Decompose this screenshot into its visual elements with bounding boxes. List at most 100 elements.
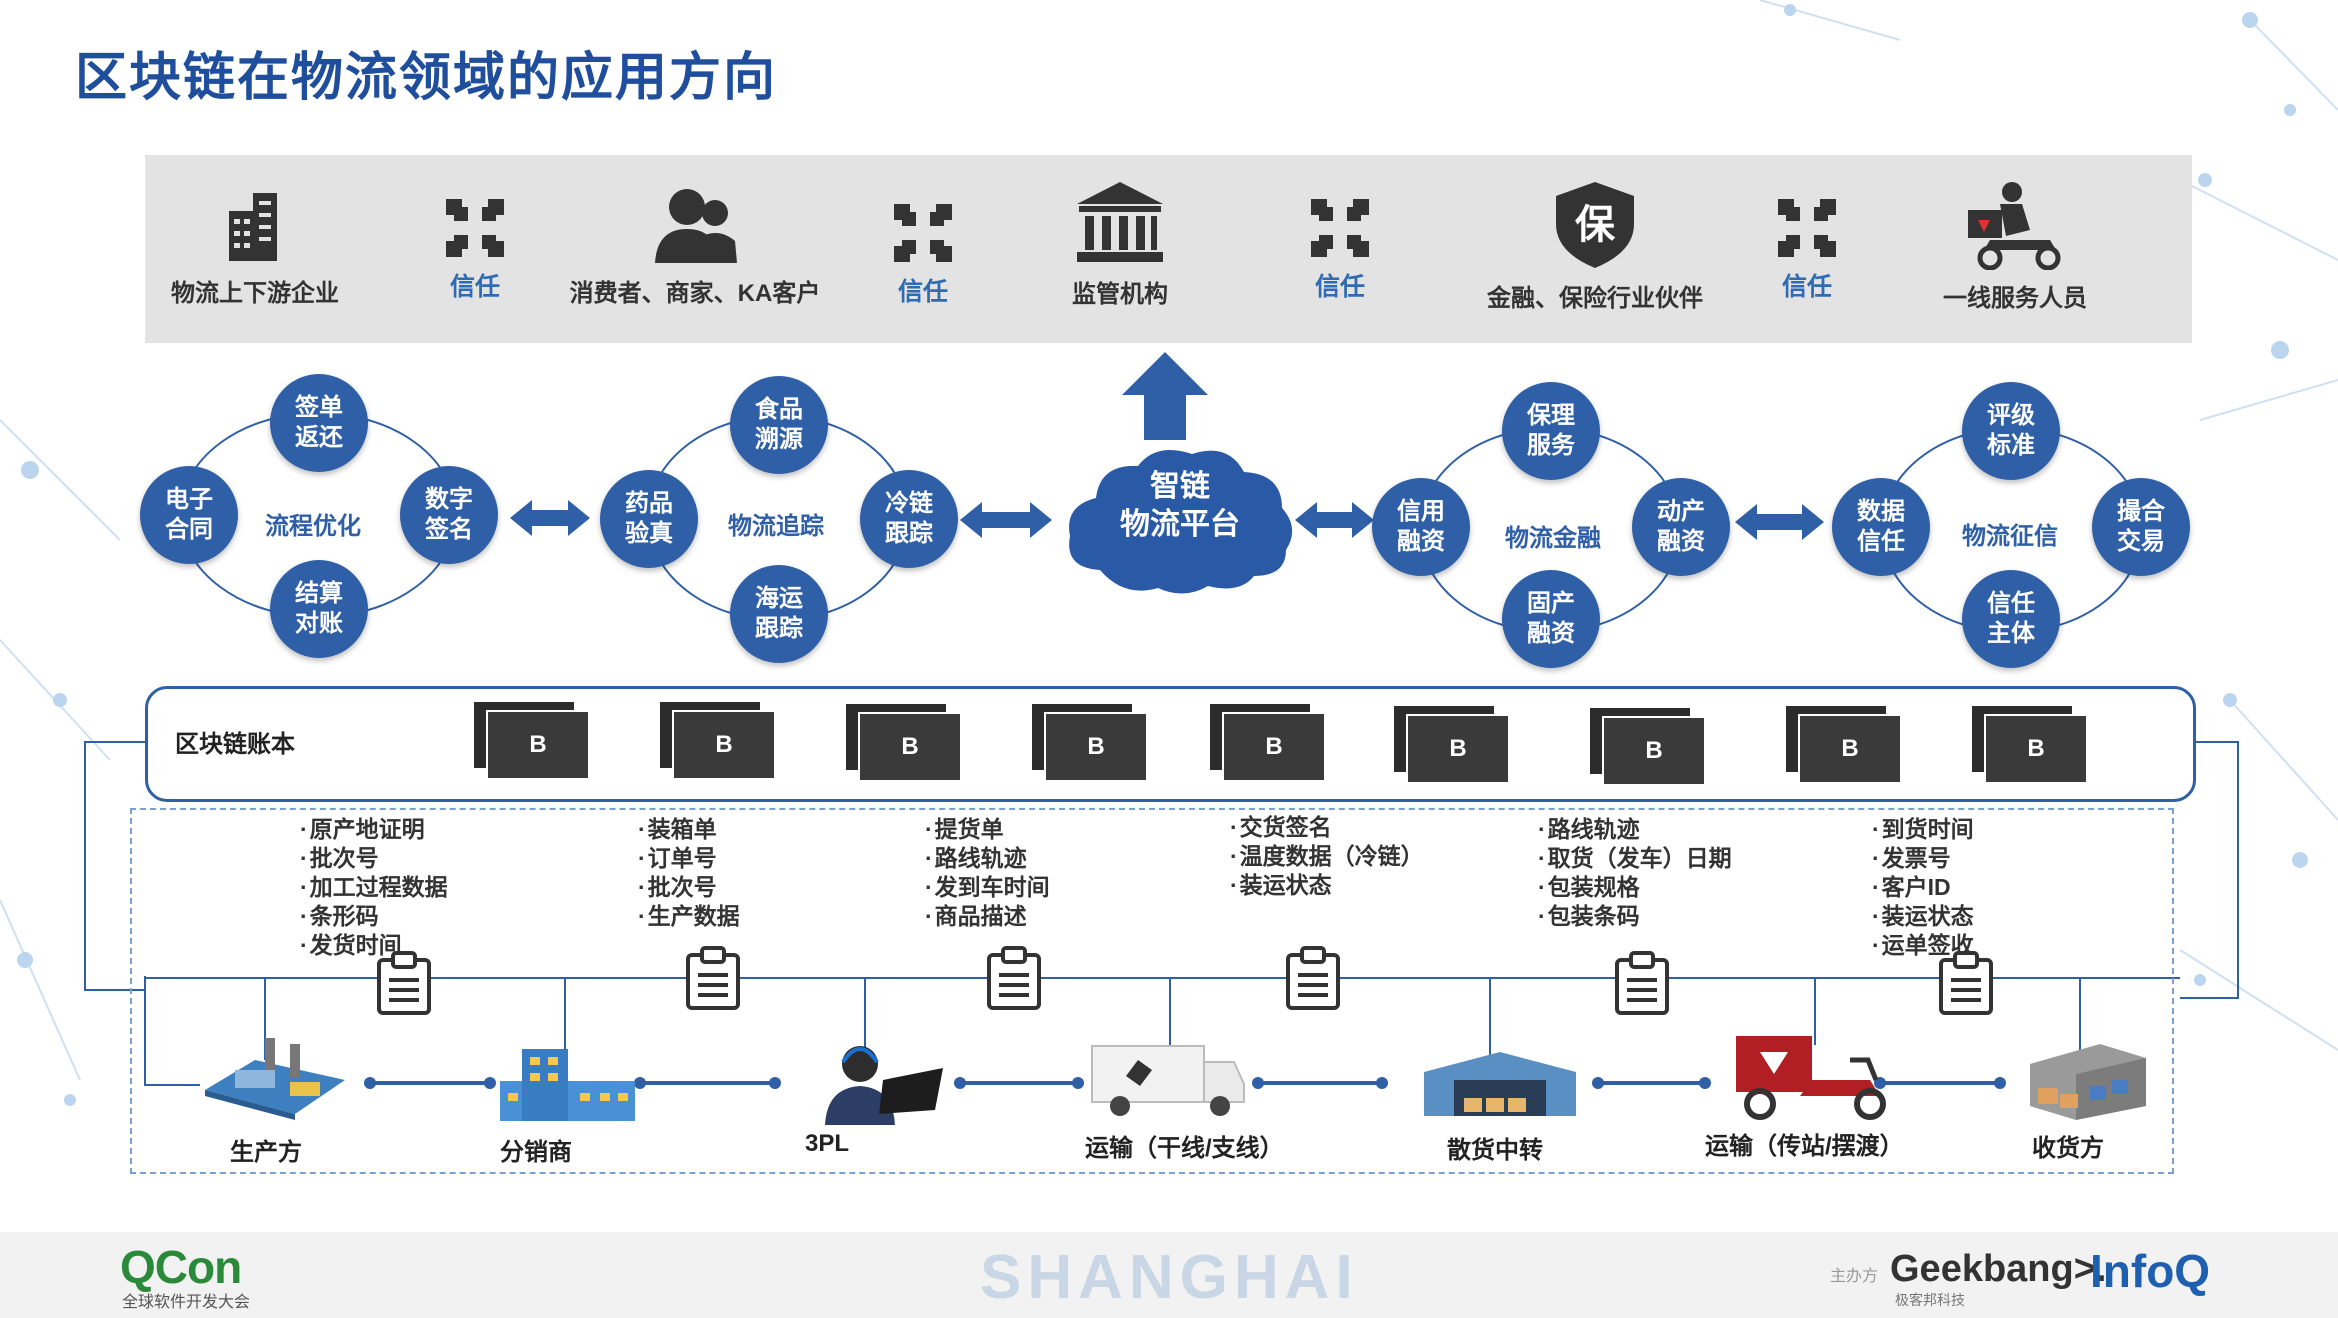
double-arrow-3 <box>1295 502 1374 538</box>
node-rating-standard: 评级标准 <box>1962 382 2060 480</box>
flow-label-receiver: 收货方 <box>2032 1135 2104 1162</box>
flow-label-station-transport: 运输（传站/摆渡） <box>1705 1133 1904 1160</box>
cargo-bike-icon <box>1736 1036 1886 1120</box>
clipboard-icon <box>987 946 1041 1010</box>
info-item: 包装条码 <box>1538 902 1732 931</box>
compress-arrows-icon <box>446 199 504 257</box>
node-fixed-financing: 固产融资 <box>1502 570 1600 668</box>
node-sea-tracking: 海运跟踪 <box>730 565 828 663</box>
entity-finance-partners: 保 金融、保险行业伙伴 <box>1450 180 1740 313</box>
flow-label-3pl: 3PL <box>805 1130 850 1157</box>
shield-icon: 保 <box>1556 182 1634 268</box>
ledger-label: 区块链账本 <box>175 731 295 758</box>
truck-icon <box>1091 1045 1245 1116</box>
info-group-producer: 原产地证明 批次号 加工过程数据 条形码 发货时间 <box>300 815 448 960</box>
flow-drop-left <box>144 976 200 1086</box>
double-arrow-4 <box>1735 504 1824 540</box>
platform-line2: 物流平台 <box>1120 508 1240 541</box>
trust-connector-1: 信任 <box>440 195 510 303</box>
ledger-block-8: B <box>1784 704 1902 784</box>
city-watermark: SHANGHAI <box>980 1243 1359 1312</box>
node-matchmaking: 撮合交易 <box>2092 478 2190 576</box>
geekbang-logo: Geekbang>. <box>1890 1248 2107 1290</box>
clipboard-icon <box>1615 951 1669 1015</box>
entity-label: 物流上下游企业 <box>171 280 339 307</box>
factory-icon <box>205 1038 345 1120</box>
clipboard-icon <box>686 946 740 1010</box>
loop-line-right <box>2180 741 2239 999</box>
info-group-trunk-transport: 交货签名 温度数据（冷链） 装运状态 <box>1230 813 1424 900</box>
info-item: 批次号 <box>300 844 448 873</box>
info-item: 包装规格 <box>1538 873 1732 902</box>
compress-arrows-icon <box>1778 199 1836 257</box>
trust-label: 信任 <box>897 278 948 306</box>
entity-regulators: 监管机构 <box>1040 180 1200 309</box>
people-icon <box>655 189 737 263</box>
node-digital-signature: 数字签名 <box>400 466 498 564</box>
info-item: 到货时间 <box>1872 815 1974 844</box>
info-group-receiver: 到货时间 发票号 客户ID 装运状态 运单签收 <box>1872 815 1974 960</box>
node-cold-chain: 冷链跟踪 <box>860 470 958 568</box>
node-food-trace: 食品溯源 <box>730 376 828 474</box>
host-label: 主办方 <box>1830 1268 1879 1285</box>
info-item: 生产数据 <box>638 902 740 931</box>
entity-label: 一线服务人员 <box>1943 285 2087 312</box>
info-item: 原产地证明 <box>300 815 448 844</box>
entity-label: 消费者、商家、KA客户 <box>569 280 821 307</box>
info-item: 批次号 <box>638 873 740 902</box>
entity-consumers: 消费者、商家、KA客户 <box>560 185 830 308</box>
qcon-subtitle: 全球软件开发大会 <box>122 1294 251 1311</box>
info-item: 路线轨迹 <box>1538 815 1732 844</box>
ledger-block-2: B <box>658 700 776 780</box>
node-e-contract: 电子合同 <box>140 466 238 564</box>
info-item: 提货单 <box>925 815 1050 844</box>
flow-label-trunk-transport: 运输（干线/支线） <box>1085 1135 1284 1162</box>
ledger-block-9: B <box>1970 704 2088 784</box>
footer-bar <box>0 1232 2338 1318</box>
shield-glyph: 保 <box>1575 202 1616 248</box>
info-group-3pl: 提货单 路线轨迹 发到车时间 商品描述 <box>925 815 1050 931</box>
clipboard-icon <box>377 951 431 1015</box>
platform-label: 智链 物流平台 <box>1060 468 1300 544</box>
entity-logistics-enterprises: 物流上下游企业 <box>160 185 350 308</box>
ledger-block-6: B <box>1392 704 1510 784</box>
government-icon <box>1077 182 1163 262</box>
ledger-block-7: B <box>1588 706 1706 786</box>
ring-center-logistics-finance: 物流金融 <box>1505 525 1601 552</box>
building-icon <box>229 193 277 261</box>
double-arrow-1 <box>510 500 590 536</box>
info-item: 发货时间 <box>300 931 448 960</box>
ledger-block-3: B <box>844 702 962 782</box>
info-item: 商品描述 <box>925 902 1050 931</box>
receiver-icon <box>2030 1044 2146 1120</box>
ledger-block-4: B <box>1030 702 1148 782</box>
loop-line-left <box>84 741 145 991</box>
flow-label-distributor: 分销商 <box>500 1139 572 1166</box>
info-item: 发到车时间 <box>925 873 1050 902</box>
geekbang-subtitle: 极客邦科技 <box>1895 1292 1965 1308</box>
distribution-building-icon <box>500 1049 635 1121</box>
platform-line1: 智链 <box>1150 470 1210 503</box>
entity-label: 金融、保险行业伙伴 <box>1487 285 1703 312</box>
clipboard-icon <box>1939 951 1993 1015</box>
ring-center-process-optimization: 流程优化 <box>265 513 361 540</box>
flow-label-producer: 生产方 <box>230 1139 302 1166</box>
compress-arrows-icon <box>894 204 952 262</box>
node-factoring: 保理服务 <box>1502 382 1600 480</box>
node-data-trust: 数据信任 <box>1832 478 1930 576</box>
infoq-logo: InfoQ <box>2090 1245 2211 1297</box>
trust-label: 信任 <box>449 273 500 301</box>
info-item: 装运状态 <box>1230 871 1424 900</box>
trust-connector-4: 信任 <box>1772 195 1842 303</box>
data-region <box>130 808 2174 1174</box>
trust-label: 信任 <box>1781 273 1832 301</box>
node-credit-financing: 信用融资 <box>1372 478 1470 576</box>
node-trust-subject: 信任主体 <box>1962 570 2060 668</box>
up-arrow <box>1122 352 1208 440</box>
page-title: 区块链在物流领域的应用方向 <box>75 49 778 107</box>
info-item: 取货（发车）日期 <box>1538 844 1732 873</box>
clipboard-icon <box>1286 946 1340 1010</box>
info-item: 加工过程数据 <box>300 873 448 902</box>
